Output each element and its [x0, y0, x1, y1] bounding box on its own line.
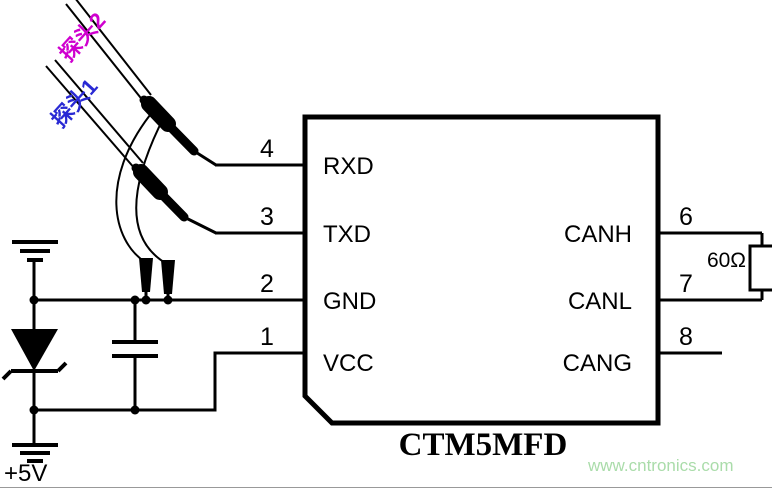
- watermark-text: www.cntronics.com: [587, 456, 733, 475]
- junction-dot: [163, 295, 173, 305]
- probe1-grip: [133, 164, 168, 200]
- probe1-cable-line-a: [45, 65, 137, 171]
- supply-voltage-label: +5V: [4, 460, 47, 487]
- junction-dot: [29, 405, 39, 415]
- probe1-cable-line-b: [54, 59, 144, 164]
- chip-name-label: CTM5MFD: [399, 427, 568, 463]
- junction-dot: [130, 405, 140, 415]
- wire-pin1-vcc: [34, 351, 305, 412]
- pin-number-7: 7: [679, 270, 693, 298]
- pin-label-gnd: GND: [323, 288, 376, 315]
- junction-dot: [141, 295, 151, 305]
- pin-number-8: 8: [679, 323, 693, 351]
- zener-diode: [1, 300, 68, 410]
- clip2-body: [161, 260, 175, 294]
- probe1-tip: [183, 215, 217, 235]
- ground-symbol-bottom: [12, 410, 58, 463]
- alligator-clip-1: [139, 258, 153, 300]
- pin-number-3: 3: [260, 203, 274, 231]
- junction-dot: [130, 295, 140, 305]
- pin-number-1: 1: [260, 323, 274, 351]
- resistor-value-label: 60Ω: [707, 249, 746, 272]
- probe-2: [65, 0, 217, 167]
- pin-number-4: 4: [260, 135, 274, 163]
- clip1-body: [139, 258, 153, 292]
- probe-1: [45, 59, 217, 235]
- capacitor: [112, 300, 158, 410]
- probe2-cable-line-a: [65, 3, 145, 103]
- probe2-ground-lead: [115, 114, 151, 263]
- pin-label-txd: TXD: [323, 221, 371, 248]
- pin-label-canl: CANL: [568, 288, 632, 315]
- ground-symbol-top: [12, 240, 58, 300]
- probe1-ground-lead: [135, 124, 168, 265]
- diode-triangle: [11, 329, 58, 371]
- pin-label-canh: CANH: [564, 221, 632, 248]
- resistor-body: [748, 244, 772, 292]
- pin-number-2: 2: [260, 270, 274, 298]
- pin-label-vcc: VCC: [323, 350, 374, 377]
- probe2-tip: [193, 149, 217, 167]
- probe2-grip: [141, 96, 176, 132]
- probe2-label: 探头2: [54, 8, 110, 67]
- junction-dot: [29, 295, 39, 305]
- pin-label-cang: CANG: [563, 350, 632, 377]
- probe2-cable-line-b: [75, 0, 152, 96]
- pin-number-6: 6: [679, 203, 693, 231]
- pin-label-rxd: RXD: [323, 153, 374, 180]
- chip-body: [302, 114, 661, 426]
- alligator-clip-2: [161, 260, 175, 300]
